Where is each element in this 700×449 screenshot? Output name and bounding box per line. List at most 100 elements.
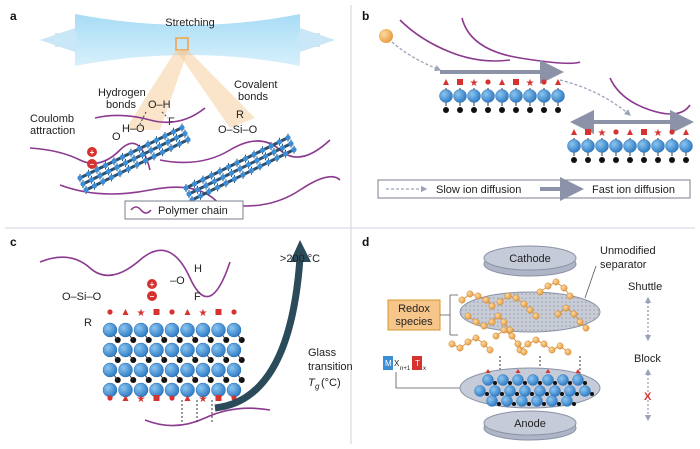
sheet-atom xyxy=(206,189,212,195)
coulomb-label-2: attraction xyxy=(30,125,75,137)
layer-bottom-atom xyxy=(527,107,533,113)
sheet-atom xyxy=(77,175,83,181)
legend-slow-label: Slow ion diffusion xyxy=(436,184,521,196)
c-chem-f: F xyxy=(194,291,201,303)
polymer-chain-a1 xyxy=(29,142,151,171)
chain-bead xyxy=(464,312,472,320)
chain-bead xyxy=(486,346,494,354)
layer-bottom-atom xyxy=(613,157,619,163)
layer-bottom-atom xyxy=(499,107,505,113)
sheet-atom xyxy=(234,160,240,166)
chain-bead xyxy=(556,342,564,350)
formula-t: T xyxy=(415,359,420,368)
sheet-atom xyxy=(173,135,180,141)
stack-terminal xyxy=(215,309,222,315)
sheet-atom xyxy=(170,129,177,135)
sep-black-atom xyxy=(575,392,579,396)
chain-bead xyxy=(458,296,466,304)
sep-sphere xyxy=(501,395,513,407)
polymer-chain-a5 xyxy=(229,175,341,207)
sheet-atom xyxy=(159,149,166,155)
stack-sphere xyxy=(118,342,133,358)
sheet-atom xyxy=(100,179,106,185)
mxene-separator-spheres xyxy=(474,369,594,407)
sep-sphere xyxy=(519,385,531,397)
chain-bead xyxy=(474,292,482,300)
zoom-cone-left xyxy=(125,50,188,130)
terminal-triangle xyxy=(627,129,633,135)
stack-sphere xyxy=(211,362,226,378)
hb-chem-oh: O–H xyxy=(148,99,171,111)
layer-bottom-atom xyxy=(627,157,633,163)
anode-label: Anode xyxy=(514,418,546,430)
layer-bottom-atom xyxy=(457,107,463,113)
temperature-arrow xyxy=(214,257,304,412)
sheet-atom xyxy=(291,147,297,153)
stack-sphere xyxy=(164,382,180,398)
polymer-chain-b3 xyxy=(609,77,691,115)
sheet-atom xyxy=(200,177,206,183)
stack-sphere xyxy=(133,342,149,358)
terminal-square xyxy=(585,129,591,135)
sheet-atom xyxy=(80,181,86,187)
sheet-atom xyxy=(151,153,157,159)
sep-sphere xyxy=(546,395,558,407)
sheet-atom xyxy=(194,187,201,193)
polysulfide-chains xyxy=(448,278,590,376)
stack-terminal xyxy=(122,395,129,401)
chain-bead xyxy=(564,348,572,356)
tg-sub: g xyxy=(315,382,320,391)
chain-bead xyxy=(576,318,584,326)
stack-sphere xyxy=(102,362,118,378)
sheet-atom xyxy=(245,162,252,168)
sheet-atom xyxy=(203,183,209,189)
terminal-triangle xyxy=(555,79,561,85)
polymer-chain-a3 xyxy=(159,139,331,164)
stack-sphere xyxy=(226,342,242,358)
hb-chem-o: O xyxy=(112,131,121,143)
panel-d: d Cathode Unmodified separator Redox spe… xyxy=(362,235,662,441)
terminal-circle xyxy=(541,79,547,85)
sheet-atom xyxy=(282,151,289,157)
sep-black-atom xyxy=(485,392,489,396)
layer-bottom-atom xyxy=(641,157,647,163)
stack-sphere xyxy=(180,362,195,378)
layer-sphere xyxy=(467,89,481,103)
unmodified-label-2: separator xyxy=(600,259,647,271)
chain-bead xyxy=(552,278,560,286)
sheet-atom xyxy=(88,177,95,183)
sep-black-atom xyxy=(560,392,564,396)
stack-sphere xyxy=(102,382,118,398)
layer-sphere xyxy=(651,139,665,153)
chain-bead xyxy=(566,292,574,300)
sep-sphere xyxy=(557,374,569,386)
block-label: Block xyxy=(634,353,661,365)
stack-sphere xyxy=(195,382,211,398)
mxene-layer-b2: ★★ xyxy=(567,128,693,163)
chain-bead xyxy=(472,318,480,326)
legend-polymer-swatch xyxy=(130,206,152,214)
tg-unit: (°C) xyxy=(321,377,341,389)
terminal-star: ★ xyxy=(470,78,479,89)
c-chem-osio: O–Si–O xyxy=(62,291,102,303)
stack-sphere xyxy=(133,322,149,338)
layer-sphere xyxy=(439,89,453,103)
formula-tx-sub: x xyxy=(423,366,426,372)
unmodified-label-1: Unmodified xyxy=(600,245,656,257)
sep-black-atom xyxy=(530,392,534,396)
sep-terminal xyxy=(515,369,521,373)
layer-bottom-atom xyxy=(599,157,605,163)
sheet-atom xyxy=(122,160,129,166)
terminal-star: ★ xyxy=(526,78,535,89)
terminal-triangle xyxy=(683,129,689,135)
stack-sphere xyxy=(102,322,118,338)
chain-bead xyxy=(508,332,516,340)
terminal-circle xyxy=(613,129,619,135)
sheet-atom xyxy=(176,141,183,147)
stack-terminal xyxy=(184,395,191,401)
terminal-triangle xyxy=(499,79,505,85)
hb-chem-ho: H–O xyxy=(122,123,145,135)
layer-sphere xyxy=(567,139,581,153)
sheet-atom xyxy=(134,162,140,168)
formula-x: X xyxy=(394,359,400,368)
